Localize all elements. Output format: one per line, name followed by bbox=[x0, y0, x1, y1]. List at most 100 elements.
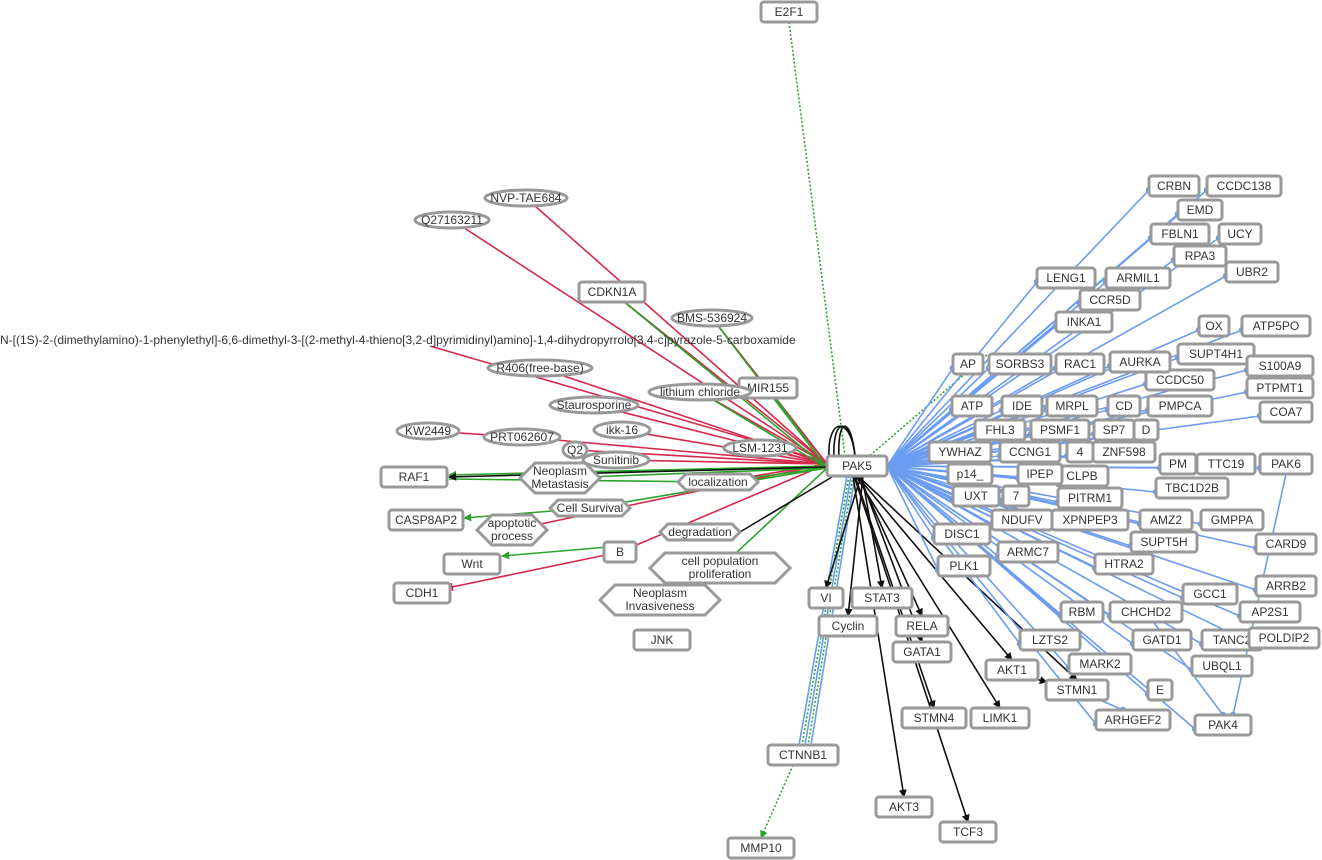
node-xpnpep3[interactable]: XPNPEP3 bbox=[1050, 508, 1130, 532]
node-fbln1[interactable]: FBLN1 bbox=[1149, 222, 1211, 246]
node-ubq[interactable]: UBQL1 bbox=[1190, 654, 1254, 678]
node-gatd[interactable]: GATD1 bbox=[1131, 628, 1193, 652]
node-amz2[interactable]: AMZ2 bbox=[1138, 508, 1194, 532]
node-ttc19[interactable]: TTC19 bbox=[1195, 452, 1257, 476]
node-nduf[interactable]: NDUFV bbox=[990, 508, 1054, 532]
node-lzts2[interactable]: LZTS2 bbox=[1018, 628, 1082, 652]
node-q27163211[interactable]: Q27163211 bbox=[413, 210, 491, 230]
node-ccr[interactable]: CCR5D bbox=[1078, 288, 1142, 312]
node-emd[interactable]: EMD bbox=[1176, 198, 1224, 222]
node-sp7[interactable]: SP7 bbox=[1092, 418, 1136, 442]
node-ubr2[interactable]: UBR2 bbox=[1224, 260, 1280, 284]
node-pak5[interactable]: PAK5 bbox=[825, 454, 889, 478]
node-pak6[interactable]: PAK6 bbox=[1258, 452, 1314, 476]
node-tcf3[interactable]: TCF3 bbox=[938, 820, 998, 844]
node-n4[interactable]: 4 bbox=[1065, 440, 1095, 464]
node-poldip2[interactable]: POLDIP2 bbox=[1247, 626, 1321, 650]
node-wnt[interactable]: Wnt bbox=[442, 552, 502, 576]
node-rela[interactable]: RELA bbox=[894, 614, 950, 638]
node-ywhaz[interactable]: YWHAZ bbox=[927, 440, 993, 464]
node-q2[interactable]: Q2 bbox=[561, 440, 589, 460]
node-mrp[interactable]: MRPL bbox=[1045, 394, 1099, 418]
node-prt062607[interactable]: PRT062607 bbox=[482, 427, 562, 447]
node-uxt[interactable]: UXT bbox=[951, 484, 1001, 508]
node-p14[interactable]: p14_ bbox=[946, 462, 994, 486]
node-stmn1[interactable]: STMN1 bbox=[1044, 678, 1110, 702]
node-mark2[interactable]: MARK2 bbox=[1067, 652, 1133, 676]
node-ide[interactable]: IDE bbox=[1000, 394, 1044, 418]
node-atp[interactable]: ATP bbox=[950, 394, 994, 418]
node-card9[interactable]: CARD9 bbox=[1254, 532, 1318, 556]
node-gcc1[interactable]: GCC1 bbox=[1181, 582, 1239, 606]
node-ccdc50[interactable]: CCDC50 bbox=[1144, 368, 1216, 392]
node-pitrm1[interactable]: PITRM1 bbox=[1056, 486, 1124, 510]
node-vi[interactable]: VI bbox=[807, 586, 845, 610]
node-ap2s1[interactable]: AP2S1 bbox=[1238, 600, 1302, 624]
node-cd[interactable]: CD bbox=[1106, 394, 1142, 418]
node-psmf1[interactable]: PSMF1 bbox=[1029, 418, 1091, 442]
node-ipep[interactable]: IPEP bbox=[1016, 462, 1064, 486]
node-cdkn1a[interactable]: CDKN1A bbox=[577, 280, 647, 304]
node-b[interactable]: B bbox=[602, 540, 638, 564]
node-stat3[interactable]: STAT3 bbox=[850, 586, 914, 610]
node-staurosporine[interactable]: Staurosporine bbox=[548, 395, 640, 415]
node-pmpca[interactable]: PMPCA bbox=[1146, 394, 1214, 418]
node-znf598[interactable]: ZNF598 bbox=[1091, 440, 1157, 464]
node-mmp10[interactable]: MMP10 bbox=[726, 836, 796, 860]
node-cdh1[interactable]: CDH1 bbox=[392, 581, 452, 605]
node-armil1[interactable]: ARMIL1 bbox=[1104, 266, 1172, 290]
node-d[interactable]: D bbox=[1132, 418, 1160, 442]
node-ccdc138[interactable]: CCDC138 bbox=[1205, 174, 1283, 198]
node-clpb[interactable]: CLPB bbox=[1054, 464, 1110, 488]
node-casp8ap2[interactable]: CASP8AP2 bbox=[387, 508, 465, 532]
node-fhl3[interactable]: FHL3 bbox=[973, 418, 1027, 442]
node-arhgef2[interactable]: ARHGEF2 bbox=[1094, 708, 1172, 732]
node-tbc1d2b[interactable]: TBC1D2B bbox=[1154, 476, 1230, 500]
node-ap[interactable]: AP bbox=[951, 352, 985, 376]
node-ctnnb1[interactable]: CTNNB1 bbox=[766, 743, 840, 767]
node-r406[interactable]: R406(free-base) bbox=[486, 358, 594, 378]
node-tanc2[interactable]: TANC2 bbox=[1200, 628, 1264, 652]
node-supt4h1[interactable]: SUPT4H1 bbox=[1176, 342, 1256, 366]
node-e2[interactable]: E bbox=[1146, 678, 1174, 702]
node-arrb2[interactable]: ARRB2 bbox=[1254, 574, 1318, 598]
node-ucy[interactable]: UCY bbox=[1217, 222, 1263, 246]
node-aurka[interactable]: AURKA bbox=[1108, 350, 1172, 374]
node-rpa3[interactable]: RPA3 bbox=[1172, 244, 1228, 268]
node-sorbs3[interactable]: SORBS3 bbox=[987, 352, 1053, 376]
node-supt5h[interactable]: SUPT5H bbox=[1129, 530, 1199, 554]
node-longchem[interactable]: N-[(1S)-2-(dimethylamino)-1-phenylethyl]… bbox=[0, 333, 796, 347]
node-nvp-tae684[interactable]: NVP-TAE684 bbox=[483, 188, 569, 208]
node-sunitinib[interactable]: Sunitinib bbox=[581, 450, 651, 470]
node-leng1[interactable]: LENG1 bbox=[1035, 266, 1097, 290]
node-coa7[interactable]: COA7 bbox=[1258, 400, 1314, 424]
node-pm2[interactable]: PM bbox=[1158, 452, 1198, 476]
node-bms-536924[interactable]: BMS-536924 bbox=[670, 308, 754, 328]
node-gata1[interactable]: GATA1 bbox=[891, 640, 953, 664]
node-ox[interactable]: OX bbox=[1197, 314, 1231, 338]
node-jnk[interactable]: JNK bbox=[632, 628, 692, 652]
node-ikk-16[interactable]: ikk-16 bbox=[592, 420, 652, 440]
node-akt3[interactable]: AKT3 bbox=[874, 795, 934, 819]
node-localization[interactable]: localization bbox=[675, 472, 761, 492]
node-s100a9[interactable]: S100A9 bbox=[1245, 354, 1315, 378]
node-atp5po[interactable]: ATP5PO bbox=[1240, 314, 1312, 338]
node-cyclin[interactable]: Cyclin bbox=[817, 614, 879, 638]
node-mir155[interactable]: MIR155 bbox=[737, 376, 799, 400]
node-chchd2[interactable]: CHCHD2 bbox=[1108, 600, 1184, 624]
node-ptpmt1[interactable]: PTPMT1 bbox=[1245, 376, 1315, 400]
node-pak4[interactable]: PAK4 bbox=[1193, 713, 1253, 737]
node-kw2449[interactable]: KW2449 bbox=[395, 421, 461, 441]
node-crbn[interactable]: CRBN bbox=[1147, 174, 1201, 198]
node-lithium[interactable]: lithium chloride bbox=[647, 382, 753, 402]
node-disc1[interactable]: DISC1 bbox=[932, 522, 992, 546]
node-akt1[interactable]: AKT1 bbox=[984, 658, 1040, 682]
node-rbm[interactable]: RBM bbox=[1059, 600, 1105, 624]
node-htra2[interactable]: HTRA2 bbox=[1093, 552, 1155, 576]
node-ccng1[interactable]: CCNG1 bbox=[998, 440, 1062, 464]
node-cellsurvival[interactable]: Cell Survival bbox=[547, 498, 633, 518]
